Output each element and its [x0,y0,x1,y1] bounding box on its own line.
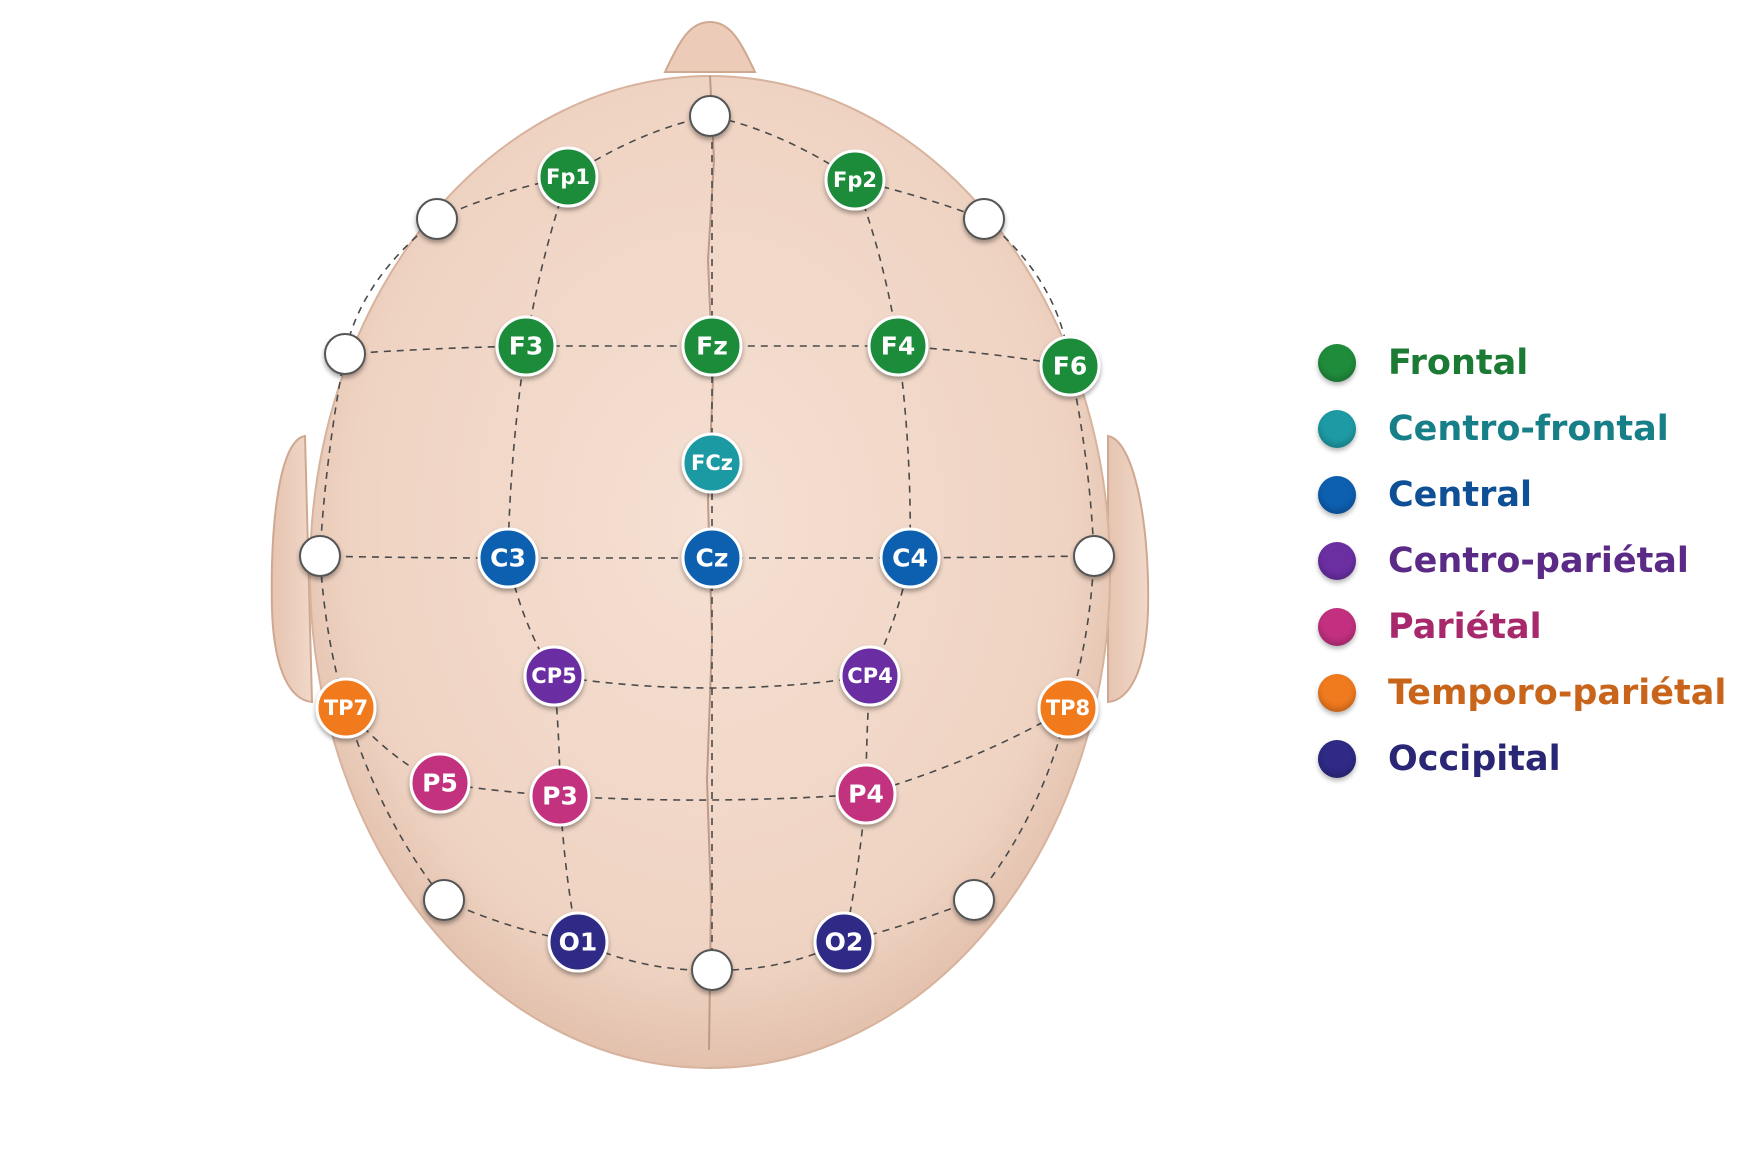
reference-electrode [423,879,465,921]
electrode-cz: Cz [681,527,743,589]
grid-line [843,179,912,943]
electrode-marker [813,911,875,973]
electrode-o1: O1 [547,911,609,973]
midline-suture [705,75,716,1051]
electrode-marker [681,432,743,494]
reference-electrode [689,95,731,137]
legend-swatch [1318,674,1356,712]
electrode-label: C4 [892,544,928,573]
electrode-label: Fp2 [833,168,877,192]
electrode-label: FCz [691,451,733,475]
electrode-label: P3 [542,782,578,811]
electrode-tp8: TP8 [1037,677,1099,739]
electrode-marker [529,765,591,827]
legend-swatch [1318,608,1356,646]
electrode-label: Cz [696,544,729,573]
electrode-c4: C4 [879,527,941,589]
electrode-label: O1 [559,928,598,957]
legend-label: Centro-frontal [1388,409,1669,449]
legend-swatch [1318,476,1356,514]
electrode-label: P4 [848,780,884,809]
legend-label: Pariétal [1388,607,1542,647]
reference-electrodes [299,95,1115,991]
legend-swatch [1318,410,1356,448]
legend-label: Frontal [1388,343,1529,383]
electrode-label: O2 [825,928,864,957]
legend-item: Occipital [1318,726,1726,792]
electrode-label: Fp1 [546,165,590,189]
electrode-cp5: CP5 [523,645,585,707]
electrode-f3: F3 [495,315,557,377]
grid-line [439,707,1069,801]
electrode-f4: F4 [867,315,929,377]
electrode-marker [1037,677,1099,739]
legend-item: Centro-pariétal [1318,528,1726,594]
electrode-marker [1039,335,1101,397]
electrode-label: F4 [881,332,915,361]
electrode-label: CP4 [847,664,892,688]
legend-swatch [1318,344,1356,382]
electrode-label: P5 [422,769,458,798]
reference-electrode [416,198,458,240]
electrode-label: Fz [696,332,728,361]
electrode-label: F3 [509,332,543,361]
electrode-marker [409,752,471,814]
electrode-marker [681,527,743,589]
electrode-p3: P3 [529,765,591,827]
electrode-tp7: TP7 [315,677,377,739]
legend-item: Frontal [1318,330,1726,396]
electrode-marker [523,645,585,707]
legend-label: Central [1388,475,1532,515]
electrode-fp2: Fp2 [824,149,886,211]
legend-item: Central [1318,462,1726,528]
electrode-marker [547,911,609,973]
electrode-fz: Fz [681,315,743,377]
reference-electrode [324,333,366,375]
electrode-label: TP7 [324,696,368,720]
electrode-c3: C3 [477,527,539,589]
electrode-marker [315,677,377,739]
reference-electrode [1073,535,1115,577]
electrode-marker [477,527,539,589]
nose [663,20,757,73]
electrode-p5: P5 [409,752,471,814]
electrode-marker [537,146,599,208]
electrode-marker [879,527,941,589]
right-ear [1107,434,1150,704]
electrode-marker [495,315,557,377]
electrode-marker [839,645,901,707]
reference-electrode [953,879,995,921]
reference-electrode [299,535,341,577]
electrode-label: C3 [490,544,526,573]
legend-swatch [1318,740,1356,778]
legend-item: Centro-frontal [1318,396,1726,462]
legend-item: Temporo-pariétal [1318,660,1726,726]
legend-label: Occipital [1388,739,1561,779]
electrode-marker [681,315,743,377]
electrode-label: TP8 [1046,696,1090,720]
legend-label: Centro-pariétal [1388,541,1689,581]
reference-electrode [691,949,733,991]
left-ear [270,434,314,704]
legend-swatch [1318,542,1356,580]
electrode-cp4: CP4 [839,645,901,707]
electrode-label: F6 [1053,352,1087,381]
electrode-f6: F6 [1039,335,1101,397]
electrode-fp1: Fp1 [537,146,599,208]
electrode-o2: O2 [813,911,875,973]
electrode-label: CP5 [531,664,576,688]
electrode-marker [824,149,886,211]
legend-label: Temporo-pariétal [1388,673,1727,713]
legend-item: Pariétal [1318,594,1726,660]
reference-electrode [963,198,1005,240]
electrode-marker [867,315,929,377]
electrode-marker [835,763,897,825]
electrode-p4: P4 [835,763,897,825]
electrode-fcz: FCz [681,432,743,494]
